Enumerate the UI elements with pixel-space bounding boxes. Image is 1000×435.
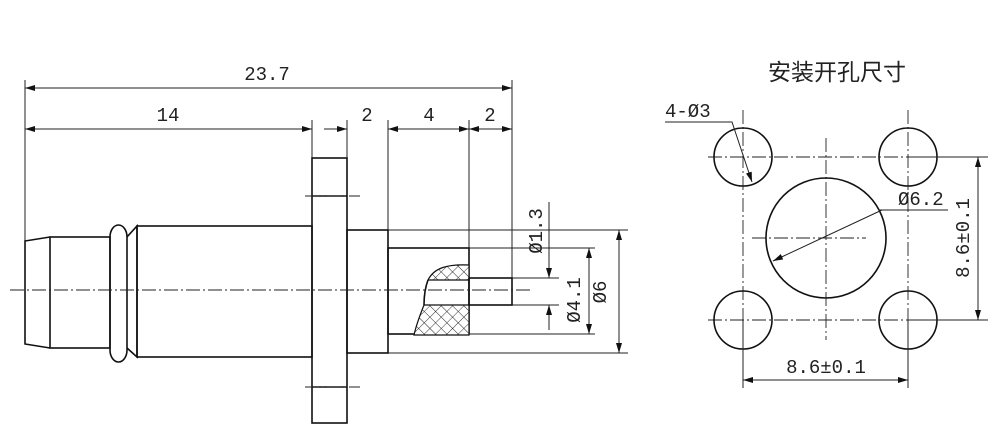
- center-pin: [468, 277, 513, 306]
- side-view: 23.7 14 2 4 2 Ø1.3 Ø4.1 Ø6: [10, 64, 628, 424]
- flange-thickness-label: 2: [361, 105, 372, 127]
- dielectric-diameter-label: Ø4.1: [564, 277, 586, 323]
- dimension-lines: [25, 85, 622, 353]
- vertical-spacing-label: 8.6±0.1: [953, 198, 975, 278]
- outer-diameter-label: Ø6: [590, 281, 612, 304]
- corner-hole: [713, 127, 773, 187]
- body-length-label: 14: [157, 105, 180, 127]
- center-hole-label: Ø6.2: [898, 189, 944, 211]
- pin-diameter-label: Ø1.3: [526, 208, 548, 254]
- cable-length-label: 4: [423, 105, 434, 127]
- corner-holes-label: 4-Ø3: [665, 101, 711, 123]
- cable-braid: [413, 264, 470, 336]
- holes: [713, 127, 938, 350]
- mounting-title: 安装开孔尺寸: [768, 60, 906, 86]
- overall-length-label: 23.7: [244, 64, 290, 86]
- horizontal-spacing-label: 8.6±0.1: [786, 357, 866, 379]
- mounting-hole-view: 安装开孔尺寸 4-Ø3 Ø6.2 8: [665, 60, 988, 390]
- connector-body: [24, 157, 470, 424]
- flange: [311, 157, 348, 424]
- pin-length-label: 2: [484, 105, 495, 127]
- extension-lines: [24, 80, 628, 354]
- center-hole: [765, 177, 887, 299]
